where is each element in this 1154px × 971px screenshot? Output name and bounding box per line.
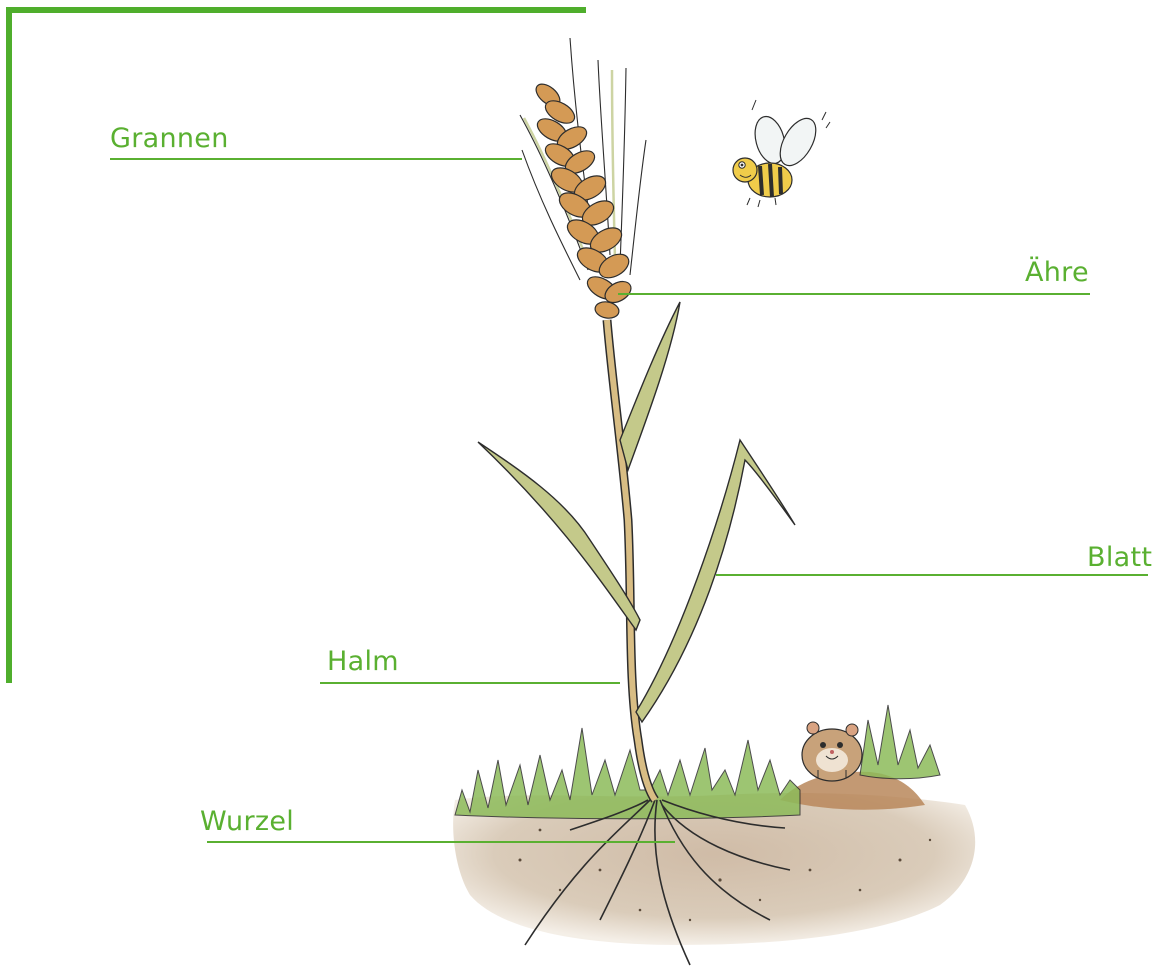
leader-wurzel [207,841,675,843]
bee-icon [733,100,830,207]
leader-blatt [716,574,1148,576]
label-grannen: Grannen [110,125,229,152]
label-blatt: Blatt [1087,544,1152,571]
hamster-icon [802,722,862,781]
leaves [478,302,795,722]
leader-aehre [618,293,1090,295]
leader-grannen [110,158,522,160]
label-wurzel: Wurzel [200,808,294,835]
label-aehre: Ähre [1025,259,1089,286]
label-halm: Halm [327,648,399,675]
leader-halm [320,682,620,684]
ear-of-wheat [532,80,634,320]
